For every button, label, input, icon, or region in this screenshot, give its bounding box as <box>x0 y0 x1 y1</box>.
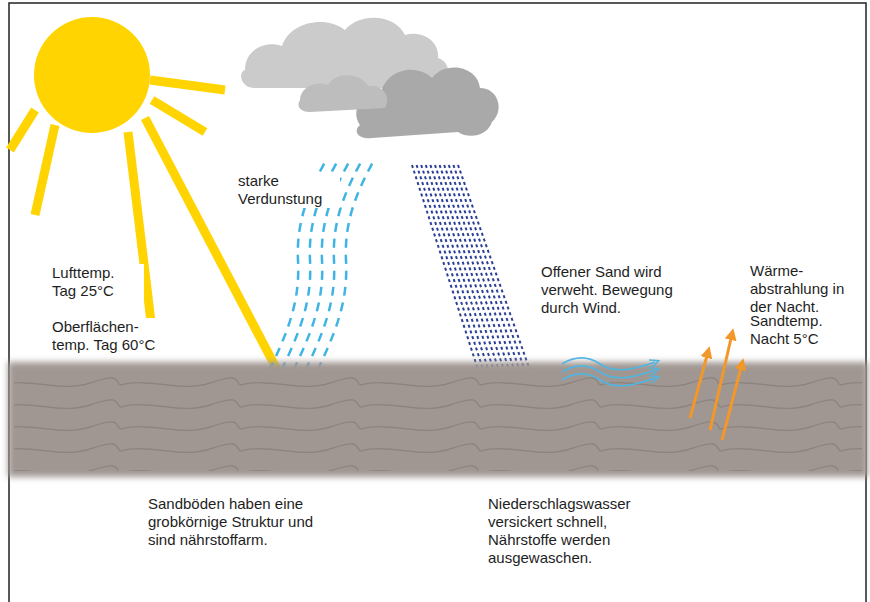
annotation-label: Oberflächen- temp. Tag 60°C <box>50 318 166 354</box>
annotation-label: Sandtemp. Nacht 5°C <box>748 312 847 348</box>
rain-streak <box>449 165 524 382</box>
rain-streak <box>458 165 534 382</box>
rain-streak <box>453 165 528 382</box>
wind-lines <box>562 358 655 386</box>
rain <box>412 165 534 382</box>
annotation-label: Niederschlagswasser versickert schnell, … <box>486 495 668 567</box>
sand-ground <box>8 362 868 477</box>
annotation-label: Wärme- abstrahlung in der Nacht. <box>748 262 860 316</box>
rain-streak <box>440 165 514 382</box>
annotation-label: starke Verdunstung <box>236 172 340 208</box>
cloud <box>241 18 499 139</box>
frame <box>9 3 866 602</box>
annotation-label: Sandböden haben eine grobkörnige Struktu… <box>146 495 322 549</box>
annotation-label: Offener Sand wird verweht. Bewegung durc… <box>539 263 703 317</box>
heat-arrows <box>690 334 742 440</box>
annotation-label: Lufttemp. Tag 25°C <box>50 264 144 300</box>
rain-streak <box>444 165 518 382</box>
